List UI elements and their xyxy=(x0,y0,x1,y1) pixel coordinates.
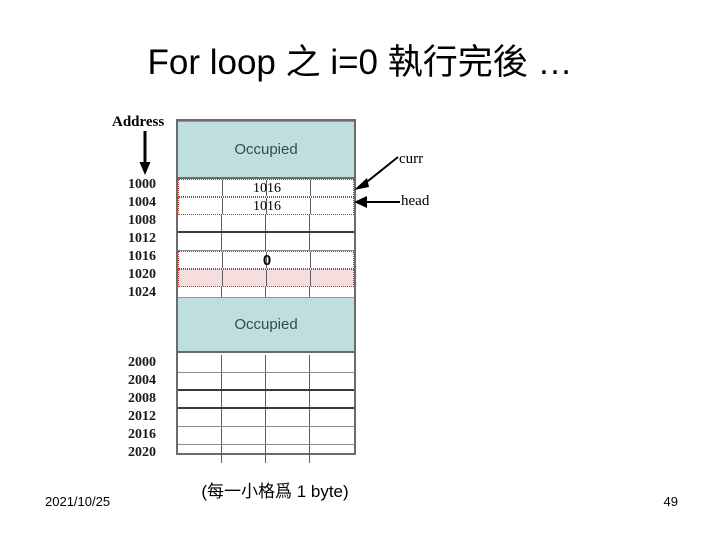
byte-divider xyxy=(265,427,266,444)
byte-divider xyxy=(310,198,311,214)
byte-divider xyxy=(221,355,222,372)
table-row xyxy=(178,233,354,251)
address-tick-2004: 2004 xyxy=(128,373,156,388)
byte-divider xyxy=(265,355,266,372)
byte-divider xyxy=(310,252,311,268)
table-row xyxy=(178,427,354,445)
byte-divider xyxy=(266,270,267,286)
byte-divider xyxy=(309,355,310,372)
address-down-arrow-icon xyxy=(138,131,152,176)
byte-divider xyxy=(221,287,222,304)
address-tick-2008: 2008 xyxy=(128,391,156,406)
address-tick-2020: 2020 xyxy=(128,445,156,460)
head-pointer-label: head xyxy=(401,193,430,209)
cell-value-1008 xyxy=(178,215,354,233)
byte-divider xyxy=(266,252,267,268)
byte-divider xyxy=(222,198,223,214)
byte-divider xyxy=(309,215,310,231)
page-title: For loop 之 i=0 執行完後 … xyxy=(147,43,573,82)
byte-divider xyxy=(265,233,266,250)
cell-value-1000: 1016 xyxy=(253,181,281,196)
occupied-block-bottom: Occupied xyxy=(178,297,354,353)
head-pointer-arrow-icon xyxy=(352,194,404,210)
footer-date: 2021/10/25 xyxy=(45,494,111,509)
address-tick-1004: 1004 xyxy=(128,195,156,210)
address-tick-2012: 2012 xyxy=(128,409,156,424)
byte-divider xyxy=(309,445,310,463)
table-row: 1016 xyxy=(178,197,354,215)
byte-divider xyxy=(221,445,222,463)
occupied-block-top: Occupied xyxy=(178,121,354,179)
byte-divider xyxy=(265,215,266,231)
byte-divider xyxy=(222,270,223,286)
cell-value-1020 xyxy=(179,270,355,288)
address-axis-label: Address xyxy=(112,114,165,130)
cell-value-1012 xyxy=(178,233,354,251)
byte-divider xyxy=(266,198,267,214)
table-row xyxy=(178,445,354,463)
byte-divider xyxy=(309,427,310,444)
byte-divider xyxy=(266,180,267,196)
table-row xyxy=(178,269,354,287)
address-tick-1024: 1024 xyxy=(128,285,156,300)
byte-divider xyxy=(309,287,310,304)
curr-pointer-label: curr xyxy=(399,151,424,167)
table-row xyxy=(178,215,354,233)
cell-value-1004: 1016 xyxy=(253,199,281,214)
address-tick-2016: 2016 xyxy=(128,427,156,442)
memory-table: Occupied 1016 1016 xyxy=(176,119,356,463)
byte-divider xyxy=(310,270,311,286)
address-tick-1000: 1000 xyxy=(128,177,156,192)
byte-divider xyxy=(221,391,222,407)
address-tick-1016: 1016 xyxy=(128,249,156,264)
byte-divider xyxy=(309,391,310,407)
byte-divider xyxy=(221,427,222,444)
byte-divider xyxy=(310,180,311,196)
table-row xyxy=(178,391,354,409)
address-tick-1020: 1020 xyxy=(128,267,156,282)
byte-divider xyxy=(309,373,310,389)
byte-divider xyxy=(222,180,223,196)
table-row xyxy=(178,355,354,373)
byte-divider xyxy=(221,373,222,389)
byte-divider xyxy=(221,233,222,250)
address-tick-1008: 1008 xyxy=(128,213,156,228)
byte-divider xyxy=(265,391,266,407)
byte-divider xyxy=(221,215,222,231)
byte-divider xyxy=(309,233,310,250)
occupied-block-bottom-label: Occupied xyxy=(234,316,298,333)
occupied-block-top-label: Occupied xyxy=(234,141,298,158)
table-row xyxy=(178,409,354,427)
table-row: 1016 xyxy=(178,179,354,197)
table-row xyxy=(178,373,354,391)
byte-divider xyxy=(265,373,266,389)
byte-divider xyxy=(265,287,266,304)
address-tick-2000: 2000 xyxy=(128,355,156,370)
address-tick-1012: 1012 xyxy=(128,231,156,246)
curr-pointer-arrow-icon xyxy=(352,152,404,194)
byte-divider xyxy=(222,252,223,268)
byte-divider xyxy=(309,409,310,426)
diagram-caption: (每一小格爲 1 byte) xyxy=(201,482,349,501)
table-row: 0 xyxy=(178,251,354,269)
footer-page-number: 49 xyxy=(663,494,678,509)
cell-value-1016: 0 xyxy=(262,252,272,269)
byte-divider xyxy=(265,445,266,463)
byte-divider xyxy=(265,409,266,426)
byte-divider xyxy=(221,409,222,426)
